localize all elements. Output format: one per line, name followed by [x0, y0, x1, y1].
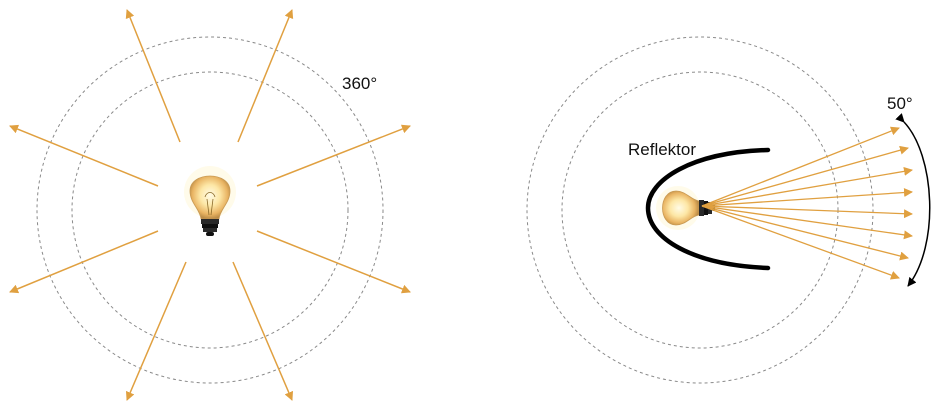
beam-ray-4 — [701, 188, 913, 207]
beam-ray-8 — [701, 205, 900, 280]
omnidirectional-panel: 360° — [9, 9, 411, 401]
ray-fan-right — [701, 126, 913, 280]
ray-down-left — [126, 261, 187, 401]
beam-ray-6 — [701, 205, 913, 240]
beam-angle-label: 50° — [887, 94, 913, 113]
reflector-panel: Reflektor 50° — [526, 36, 931, 384]
ray-group-left — [9, 9, 411, 401]
beam-ray-3 — [701, 166, 913, 207]
reflector-label: Reflektor — [628, 140, 696, 159]
beam-ray-5 — [701, 205, 913, 219]
beam-ray-7 — [701, 205, 909, 261]
ray-right-upper — [256, 124, 411, 187]
ray-up-right — [237, 9, 294, 143]
beam-angle-arc — [895, 113, 931, 287]
beam-ray-2 — [701, 145, 909, 207]
omni-angle-label: 360° — [342, 74, 377, 93]
ray-right-lower — [256, 230, 411, 294]
ray-left-upper — [9, 124, 159, 187]
outer-range-circle-left — [36, 36, 384, 384]
ray-left-lower — [9, 230, 159, 294]
beam-ray-1 — [701, 126, 900, 207]
inner-range-circle-right — [561, 71, 839, 349]
inner-range-circle-left — [71, 71, 349, 349]
light-bulb-icon — [184, 166, 236, 236]
outer-range-circle-right — [526, 36, 874, 384]
ray-down-right — [232, 261, 293, 401]
reflector-shape — [645, 147, 771, 271]
ray-up-left — [125, 9, 181, 143]
